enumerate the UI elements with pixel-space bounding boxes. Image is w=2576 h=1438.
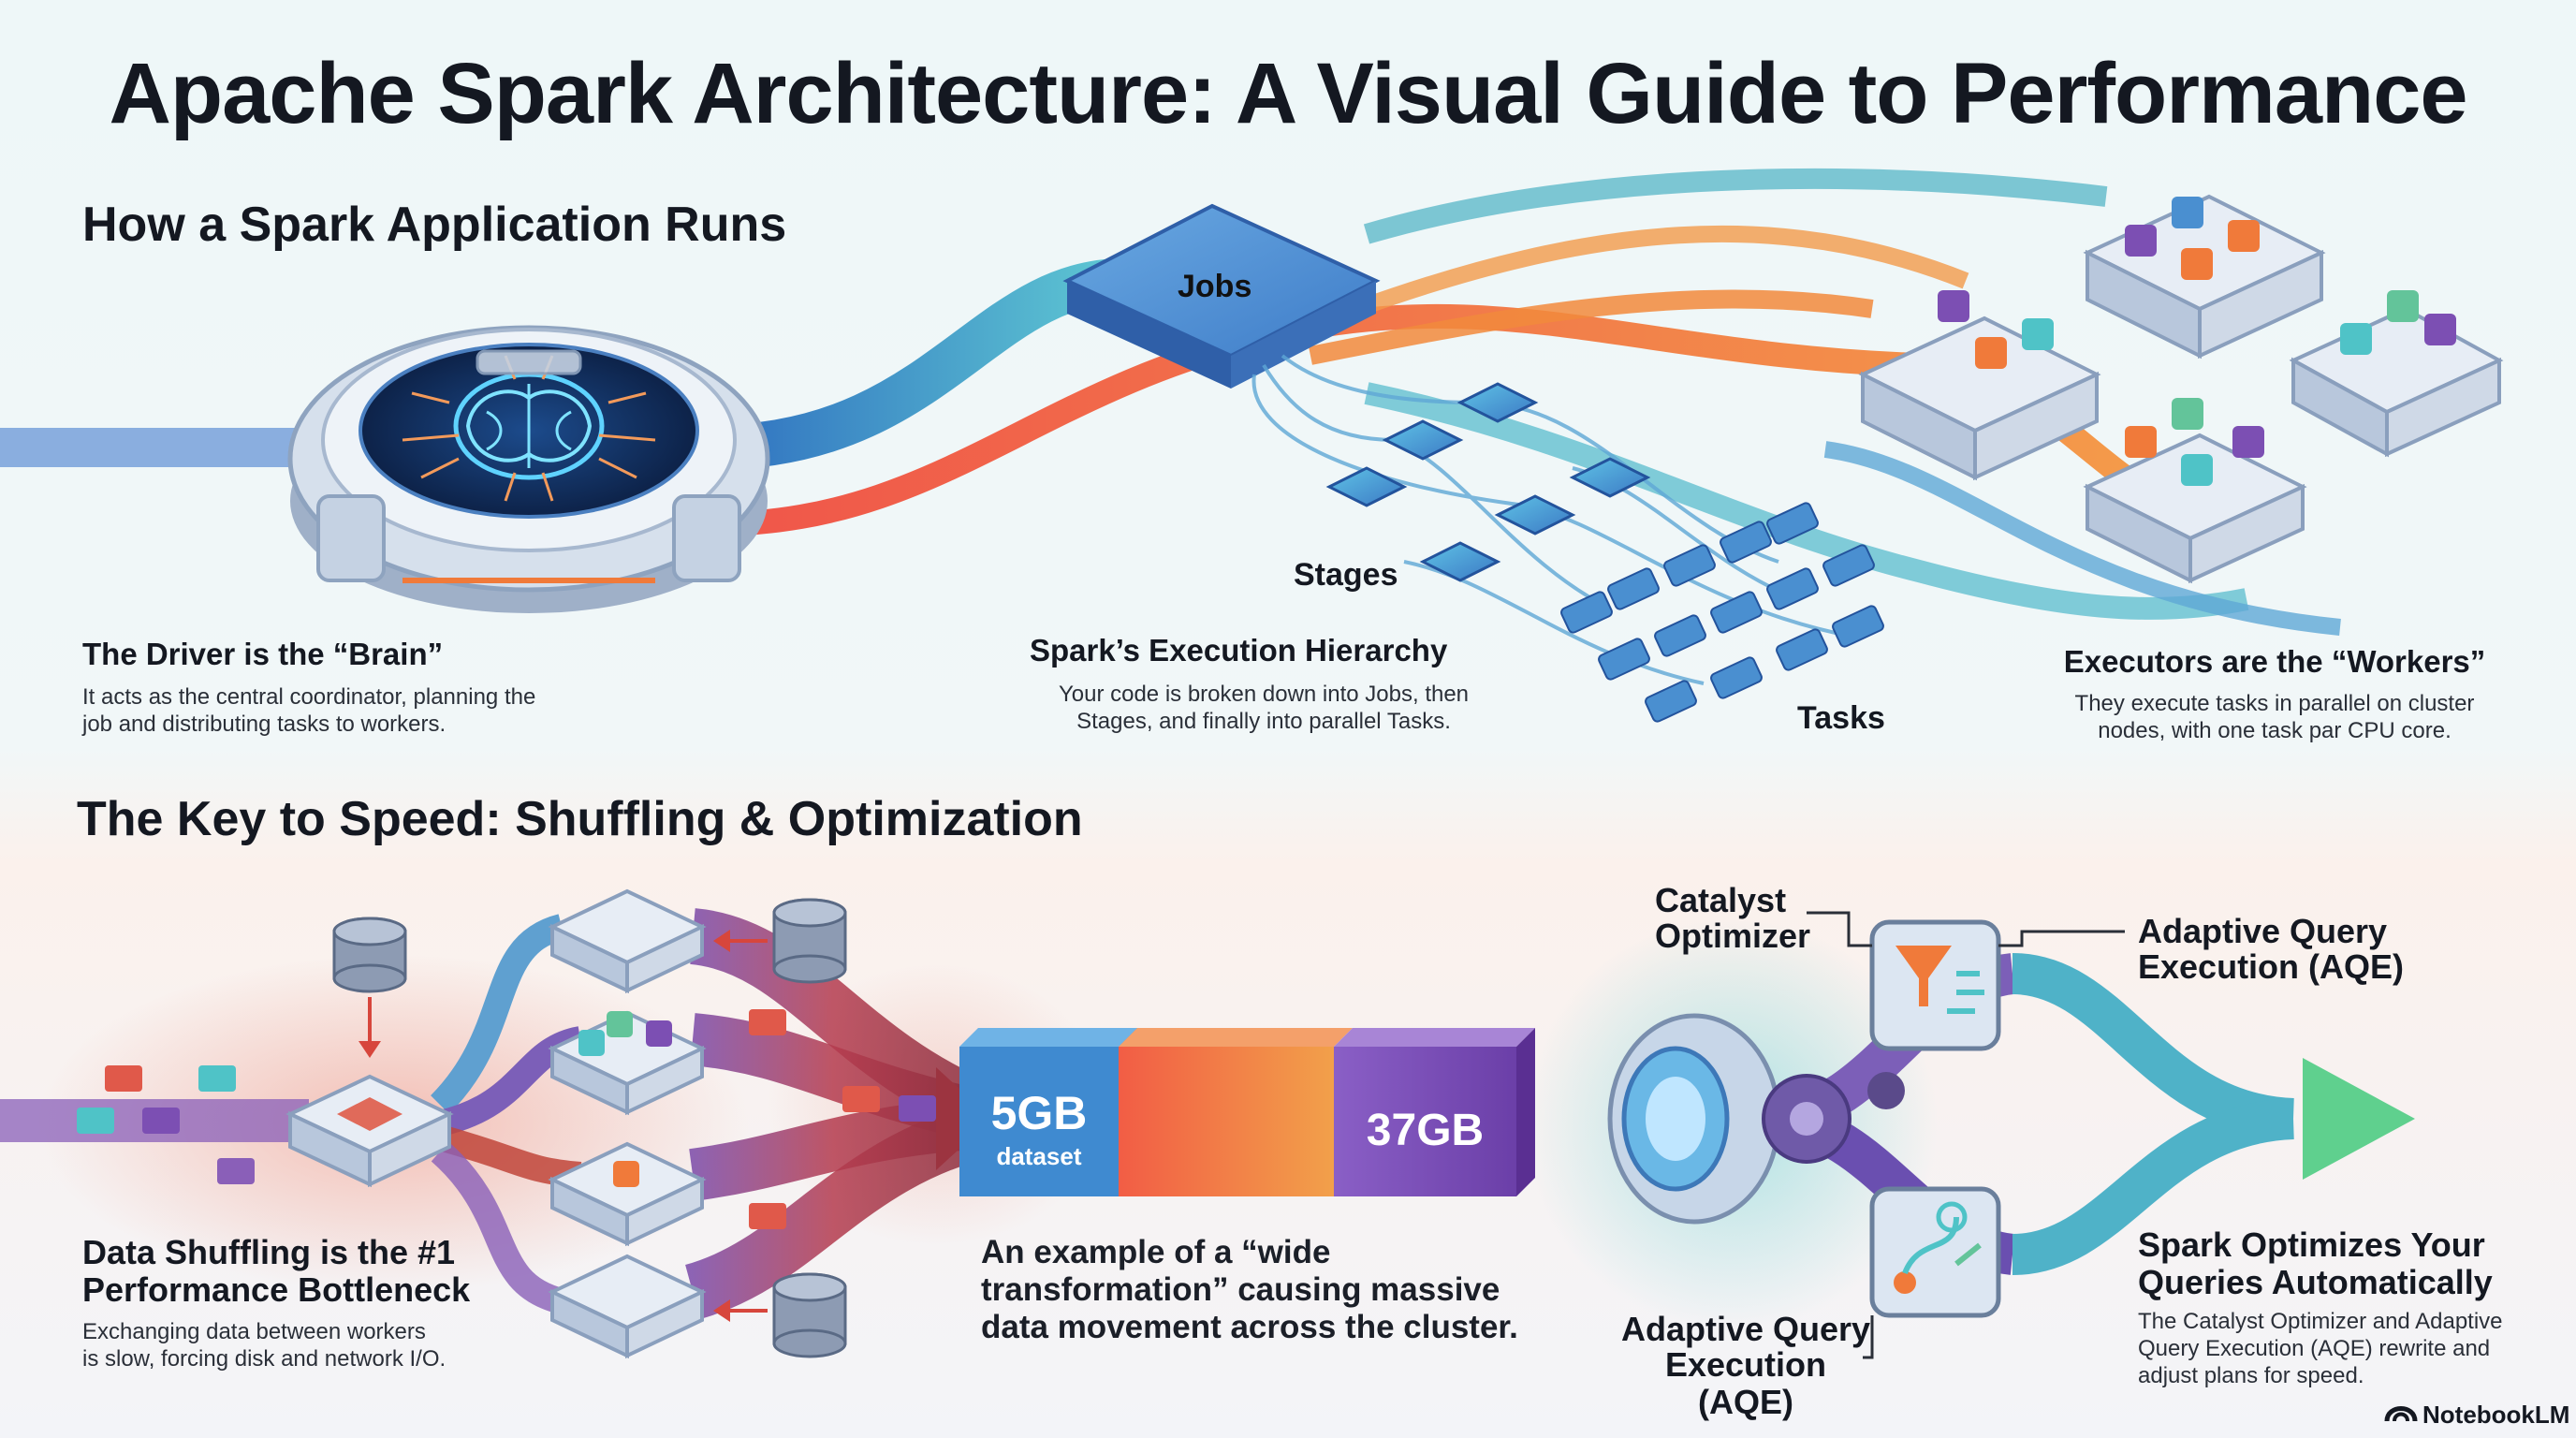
optimizer-desc-line1: The Catalyst Optimizer and Adaptive [2138,1309,2503,1334]
database-icon-right-top [772,898,847,984]
catalyst-label-line2: Optimizer [1655,917,1811,955]
input-size-label: 5GB [990,1087,1088,1139]
input-unit-label: dataset [996,1142,1082,1170]
wide-desc-line3: data movement across the cluster. [981,1309,1518,1345]
aqe-panel-bottom [1869,1186,2001,1318]
optimizer-desc-line3: adjust plans for speed. [2138,1363,2364,1388]
notebooklm-logo-icon [2384,1406,2418,1422]
hierarchy-title: Spark’s Execution Hierarchy [1030,633,1448,668]
optimizer-title-line1: Spark Optimizes Your [2138,1225,2485,1264]
aqe-top-label-line2: Execution (AQE) [2138,947,2405,986]
hierarchy-desc-line2: Stages, and finally into parallel Tasks. [1076,709,1451,734]
executors-desc-line2: nodes, with one task par CPU core. [2098,718,2452,743]
executor-nodes [1858,194,2504,584]
hierarchy-desc-line1: Your code is broken down into Jobs, then [1058,682,1470,707]
shuffle-title-line1: Data Shuffling is the #1 [82,1233,456,1271]
shuffle-title-line2: Performance Bottleneck [82,1270,471,1309]
task-blocks [1560,502,1884,723]
aqe-bottom-label-line1: Adaptive Query [1620,1310,1871,1348]
lens-optimizer-icon [1607,1013,1905,1225]
driver-desc-line1: It acts as the central coordinator, plan… [82,684,536,710]
executors-desc-line1: They execute tasks in parallel on cluste… [2074,691,2475,716]
executor-task-icons [1938,197,2456,486]
aqe-panel-top [1869,919,2001,1051]
shuffle-task-icons [578,1011,672,1187]
driver-brain-icon [287,325,770,613]
shuffle-arrows [359,930,768,1322]
wide-transformation-boxes [959,1028,1535,1196]
output-size-label: 37GB [1366,1106,1485,1155]
catalyst-label-line1: Catalyst [1655,881,1787,919]
shuffle-worker-nodes [548,888,707,1359]
database-icon-right-bottom [772,1272,847,1358]
stages-label: Stages [1294,557,1398,593]
wide-desc-line2: transformation” causing massive [981,1271,1500,1308]
shuffle-desc-line2: is slow, forcing disk and network I/O. [82,1346,446,1372]
optimizer-callout-lines [1807,911,2125,1359]
driver-title: The Driver is the “Brain” [82,637,444,671]
optimizer-desc-line2: Query Execution (AQE) rewrite and [2138,1336,2491,1361]
section1-heading: How a Spark Application Runs [82,198,787,252]
database-icon-top [332,917,407,993]
driver-desc-line2: job and distributing tasks to workers. [82,712,446,737]
shuffle-desc-line1: Exchanging data between workers [82,1319,426,1344]
jobs-block [1062,203,1381,389]
shuffle-hub [285,1074,454,1188]
stage-blocks [1325,382,1651,582]
section2-heading: The Key to Speed: Shuffling & Optimizati… [77,792,1083,846]
notebooklm-branding: NotebookLM [2422,1401,2570,1429]
executors-title: Executors are the “Workers” [2063,644,2486,679]
aqe-bottom-label-line2: Execution (AQE) [1664,1345,1827,1421]
database-icons [332,898,847,1358]
envelope-icons [77,1009,936,1229]
aqe-top-label-line1: Adaptive Query [2138,912,2388,950]
page-title: Apache Spark Architecture: A Visual Guid… [109,46,2467,141]
jobs-label: Jobs [1178,269,1252,304]
optimizer-title-line2: Queries Automatically [2138,1263,2493,1301]
tasks-label: Tasks [1797,700,1885,736]
wide-desc-line1: An example of a “wide [981,1234,1331,1270]
